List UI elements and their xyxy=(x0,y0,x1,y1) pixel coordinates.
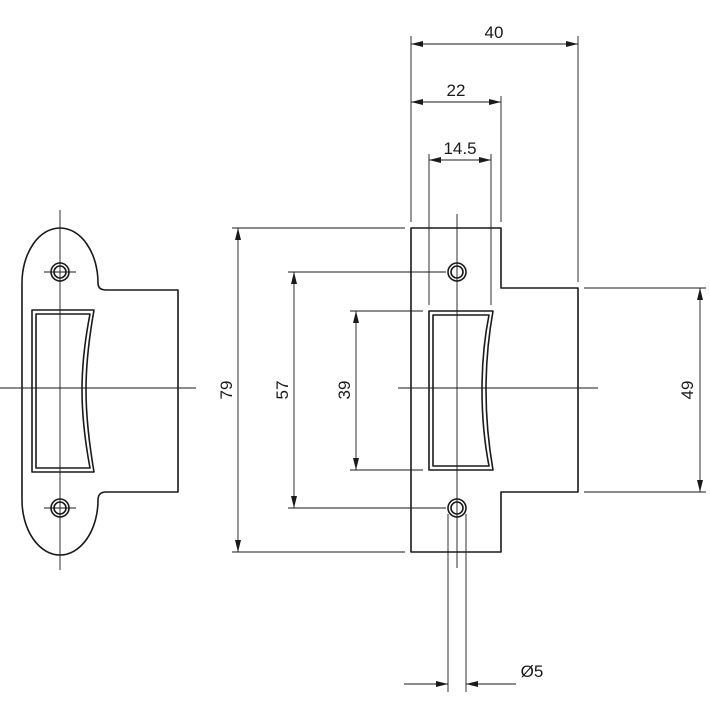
extension-lines xyxy=(232,36,706,692)
plate-opening-inner xyxy=(35,313,91,469)
dim-label-hole-spacing-width: 14.5 xyxy=(443,139,476,158)
plate-outline xyxy=(21,227,179,556)
dim-label-tongue-width: 22 xyxy=(447,81,466,100)
dim-label-hole-spacing: 57 xyxy=(273,381,292,400)
part-outline xyxy=(410,227,579,553)
dim-label-overall-width: 40 xyxy=(485,23,504,42)
dim-label-hole-diameter: Ø5 xyxy=(521,662,544,681)
dimension-labels: 40 22 14.5 79 57 39 49 Ø5 xyxy=(217,23,697,681)
dim-label-opening-height: 39 xyxy=(335,381,354,400)
dim-label-overall-height: 79 xyxy=(217,381,236,400)
part-opening xyxy=(428,310,494,471)
strike-plate-front-view xyxy=(0,210,196,570)
part-opening-inner xyxy=(432,314,490,467)
dimension-lines xyxy=(235,41,703,687)
plate-opening xyxy=(31,309,95,473)
dim-label-body-height: 49 xyxy=(678,381,697,400)
strike-part-dimensioned-view xyxy=(398,214,598,568)
